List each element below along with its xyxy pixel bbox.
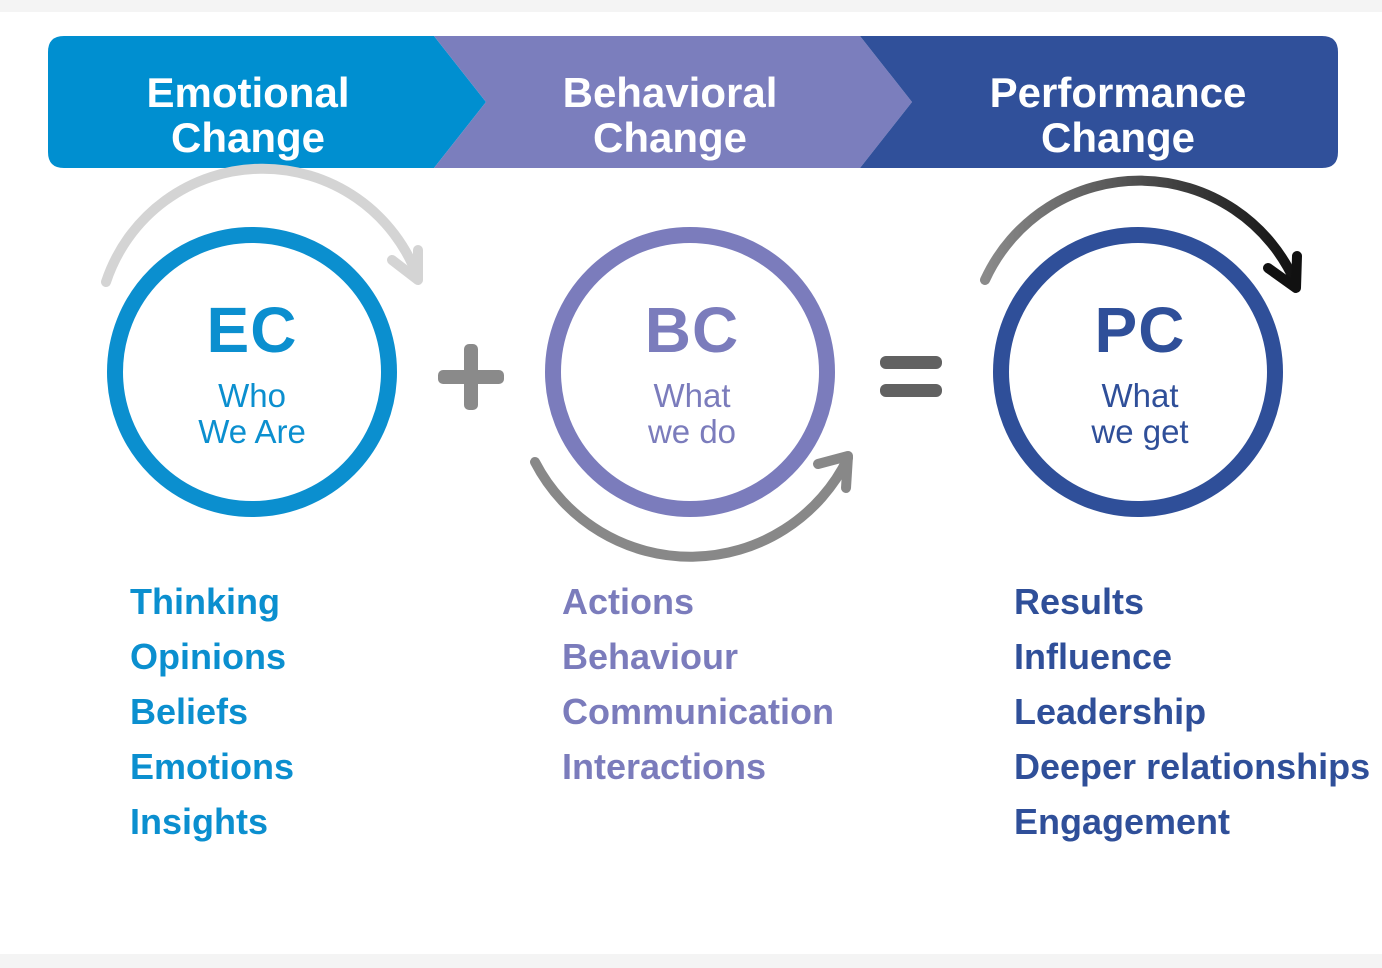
ec-arrowhead <box>387 245 423 285</box>
list-item: Opinions <box>130 636 286 677</box>
pc-list: Results Influence Leadership Deeper rela… <box>1014 574 1370 849</box>
pc-label: PC What we get <box>1020 298 1260 450</box>
plus-operator <box>438 344 504 410</box>
list-item: Beliefs <box>130 691 249 732</box>
bc-arrowhead <box>813 451 853 493</box>
ec-subtitle: Who We Are <box>132 378 372 450</box>
bc-subtitle: What we do <box>572 378 812 450</box>
list-item: Engagement <box>1014 801 1231 842</box>
list-item: Influence <box>1014 636 1173 677</box>
bc-abbr: BC <box>644 294 740 366</box>
banner-label-behavioral: Behavioral Change <box>470 60 870 170</box>
pc-abbr: PC <box>1094 294 1186 366</box>
list-item: Communication <box>562 691 835 732</box>
ec-label: EC Who We Are <box>132 298 372 450</box>
bc-list: Actions Behaviour Communication Interact… <box>562 574 834 794</box>
bc-label: BC What we do <box>572 298 812 450</box>
bc-subtitle-line1: What <box>653 377 731 414</box>
bc-cycle-arrow <box>530 453 853 562</box>
banner-label-performance-line2: Change <box>1040 114 1195 161</box>
banner-segment-performance <box>860 36 1338 168</box>
banner-label-emotional-line1: Emotional <box>146 69 350 116</box>
pc-cycle-arrow <box>980 175 1301 289</box>
list-item: Emotions <box>130 746 295 787</box>
list-item: Deeper relationships <box>1014 746 1371 787</box>
list-item: Actions <box>562 581 695 622</box>
banner-label-emotional: Emotional Change <box>48 60 448 170</box>
list-item: Insights <box>130 801 269 842</box>
banner-segment-behavioral <box>434 36 912 168</box>
banner-label-emotional-line2: Change <box>170 114 325 161</box>
banner-label-performance-line1: Performance <box>989 69 1247 116</box>
ec-subtitle-line2: We Are <box>198 413 306 450</box>
diagram-canvas: Emotional Change Behavioral Change Perfo… <box>0 12 1382 954</box>
ec-circle <box>107 227 397 517</box>
pc-subtitle: What we get <box>1020 378 1260 450</box>
banner-label-performance: Performance Change <box>918 60 1318 170</box>
banner-segment-emotional <box>48 36 486 168</box>
list-item: Thinking <box>130 581 280 622</box>
ec-list: Thinking Opinions Beliefs Emotions Insig… <box>130 574 294 849</box>
pc-subtitle-line2: we get <box>1091 413 1189 450</box>
banner-label-behavioral-line1: Behavioral <box>562 69 778 116</box>
banner-label-behavioral-line2: Change <box>592 114 747 161</box>
list-item: Behaviour <box>562 636 739 677</box>
equation-graphic <box>101 163 1302 562</box>
ec-subtitle-line1: Who <box>218 377 286 414</box>
list-item: Leadership <box>1014 691 1207 732</box>
change-banner <box>48 36 1338 168</box>
list-item: Results <box>1014 581 1145 622</box>
list-item: Interactions <box>562 746 767 787</box>
pc-arrowhead <box>1263 251 1302 293</box>
pc-circle <box>993 227 1283 517</box>
bc-circle <box>545 227 835 517</box>
bc-subtitle-line2: we do <box>647 413 737 450</box>
pc-subtitle-line1: What <box>1101 377 1179 414</box>
ec-abbr: EC <box>206 294 298 366</box>
ec-cycle-arrow <box>101 163 423 287</box>
equals-operator <box>880 356 942 397</box>
